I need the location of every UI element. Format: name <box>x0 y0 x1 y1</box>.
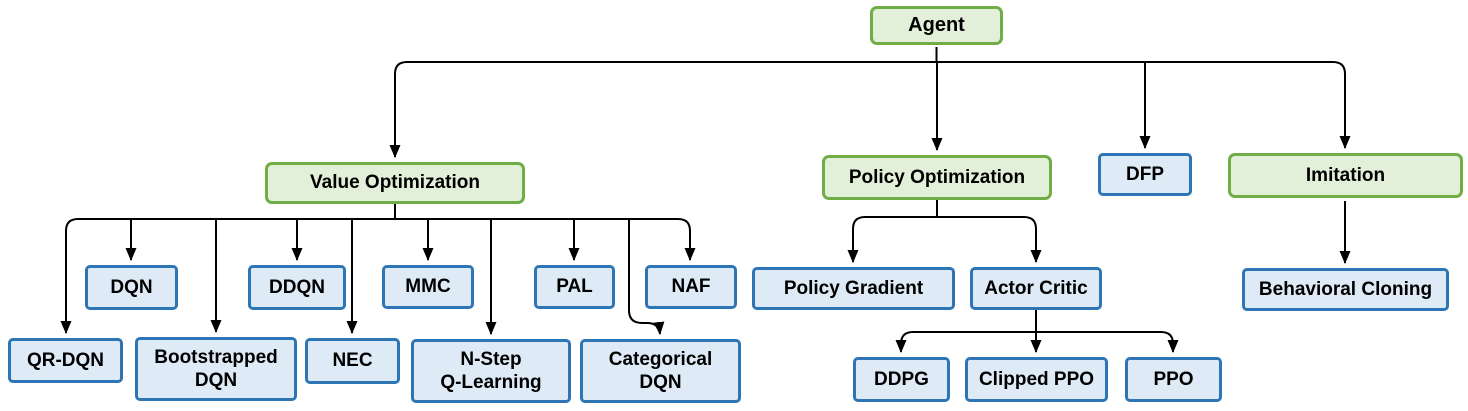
node-mmc: MMC <box>382 265 474 309</box>
node-policy-optimization: Policy Optimization <box>822 155 1052 200</box>
edge-valopt-categorical-dqn <box>628 219 665 335</box>
node-bootstrapped-dqn: Bootstrapped DQN <box>135 337 297 401</box>
node-pal: PAL <box>534 265 615 309</box>
node-dfp: DFP <box>1098 153 1192 196</box>
edge-valopt-bus-and-naf <box>65 218 696 261</box>
edge-polopt-bus <box>852 216 1037 230</box>
node-qr-dqn: QR-DQN <box>8 338 123 383</box>
edge-agent-bus <box>394 61 1346 75</box>
node-value-optimization: Value Optimization <box>265 162 525 204</box>
node-actor-critic: Actor Critic <box>970 267 1102 310</box>
node-behavioral-cloning: Behavioral Cloning <box>1242 268 1449 311</box>
node-nec: NEC <box>305 338 400 384</box>
node-ppo: PPO <box>1125 357 1222 402</box>
node-naf: NAF <box>645 265 737 309</box>
node-dqn: DQN <box>85 265 178 310</box>
node-n-step-q-learning: N-Step Q-Learning <box>411 339 571 403</box>
node-ddqn: DDQN <box>248 265 346 310</box>
node-agent: Agent <box>870 6 1003 45</box>
node-imitation: Imitation <box>1228 153 1463 198</box>
node-categorical-dqn: Categorical DQN <box>580 339 741 403</box>
node-policy-gradient: Policy Gradient <box>752 267 955 310</box>
node-ddpg: DDPG <box>853 357 950 402</box>
node-clipped-ppo: Clipped PPO <box>965 357 1108 402</box>
